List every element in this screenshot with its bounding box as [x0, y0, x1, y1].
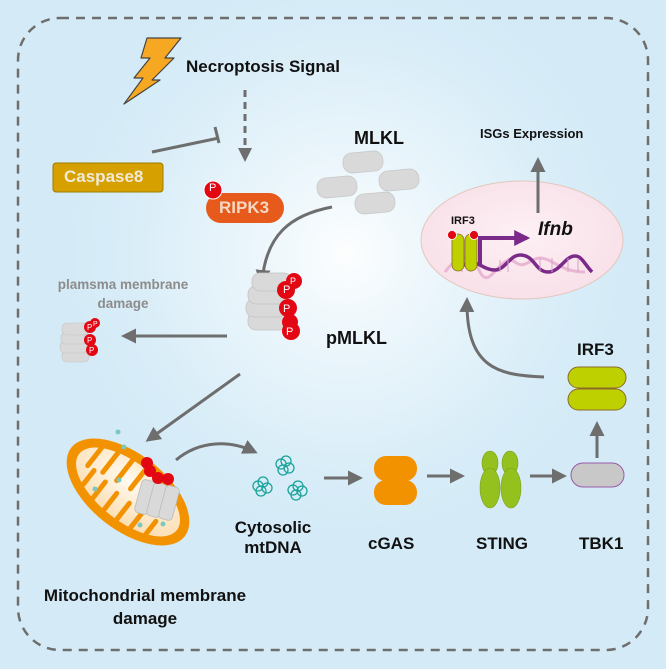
plasma-damage-line2: damage — [97, 296, 149, 311]
nuclear-irf3-label: IRF3 — [451, 215, 475, 227]
pmlkl-label: pMLKL — [326, 328, 387, 348]
mito-to-mtdna-arrow — [175, 440, 258, 462]
cell-border — [16, 16, 650, 652]
irf3-label: IRF3 — [577, 340, 614, 359]
caspase8-box — [52, 162, 164, 193]
tbk1-icon — [570, 462, 625, 488]
svg-text:P: P — [89, 346, 94, 355]
cgas-icon — [374, 456, 417, 505]
ripk3-label: RIPK3 — [219, 198, 270, 217]
ripk3-box — [206, 193, 284, 223]
svg-text:P: P — [283, 303, 290, 315]
mtdna-line2: mtDNA — [244, 538, 302, 557]
nuclear-irf3-dimer-icon — [451, 233, 478, 272]
ripk3-phospho-label: P — [209, 182, 217, 194]
caspase8-label: Caspase8 — [64, 167, 144, 186]
svg-text:P: P — [283, 284, 290, 296]
mlkl-to-pmlkl-arrow — [255, 205, 333, 285]
isgs-expression-label: ISGs Expression — [480, 126, 584, 141]
svg-text:P: P — [87, 323, 92, 332]
cytosolic-mtdna-label: Cytosolic mtDNA — [218, 518, 328, 558]
lightning-bolt-icon — [123, 37, 182, 105]
mtdna-speck-icon — [92, 429, 166, 528]
svg-text:P: P — [286, 326, 293, 338]
mlkl-label: MLKL — [354, 128, 404, 148]
mitochondrial-membrane-damage-label: Mitochondrial membrane damage — [10, 584, 280, 630]
ifnb-gene-label: Ifnb — [538, 219, 573, 240]
sting-icon — [479, 450, 522, 509]
svg-text:P: P — [290, 276, 296, 286]
irf3-icon — [567, 366, 627, 411]
svg-text:P: P — [93, 321, 98, 328]
mlkl-monomers — [316, 150, 420, 215]
svg-text:P: P — [87, 336, 92, 345]
pmlkl-oligomer: PP PP — [245, 272, 302, 340]
ripk3-phospho-icon — [203, 180, 223, 200]
cgas-label: cGAS — [368, 534, 415, 553]
mtdna-cluster-icon — [252, 455, 308, 501]
irf3-to-nucleus-arrow — [459, 297, 545, 379]
plasma-damage-line1: plamsma membrane — [57, 277, 189, 292]
tbk1-label: TBK1 — [579, 534, 624, 553]
mtdna-line1: Cytosolic — [234, 518, 312, 537]
mito-damage-line2: damage — [112, 609, 178, 628]
mito-mlkl-pore — [134, 457, 180, 521]
signal-arrowhead — [238, 148, 252, 162]
mito-damage-line1: Mitochondrial membrane — [43, 586, 247, 605]
plasma-membrane-damage-label: plamsma membrane damage — [38, 275, 208, 313]
transcription-start-arrow — [478, 230, 531, 266]
sting-label: STING — [476, 534, 528, 553]
nuclear-irf3-phospho-icon — [447, 230, 479, 240]
caspase8-inhibition — [151, 126, 221, 154]
pmlkl-to-mito-arrow — [145, 372, 241, 442]
necroptosis-signal-label: Necroptosis Signal — [186, 57, 340, 76]
